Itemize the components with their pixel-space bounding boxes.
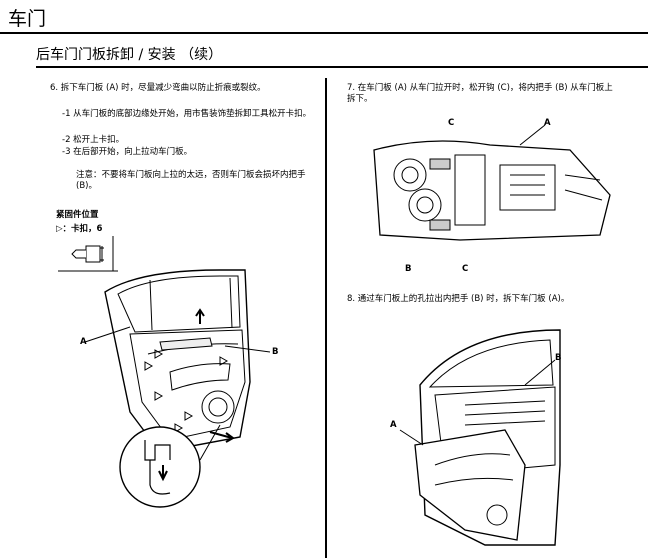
step-7-callout-b: B (405, 264, 412, 274)
header-rule (0, 32, 648, 34)
door-panel-removal-figure (405, 315, 570, 550)
fastener-location-title: 紧固件位置 (56, 210, 99, 220)
section-rule (36, 66, 648, 68)
step-6-substep-3: -3 在后部开始，向上拉动车门板。 (62, 147, 193, 157)
section-title: 后车门门板拆卸 / 安装 （续） (36, 47, 223, 63)
step-7-text: 7. 在车门板 (A) 从车门拉开时，松开钩 (C)，将内把手 (B) 从车门板… (347, 83, 613, 104)
step-8-callout-a: A (390, 420, 397, 430)
step-6-substep-2: -2 松开上卡扣。 (62, 135, 125, 145)
step-6-note: 注意：不要将车门板向上拉的太远，否则车门板会损坏内把手 (B)。 (76, 170, 306, 191)
rear-door-panel-figure (100, 262, 280, 462)
step-7-callout-a: A (544, 118, 551, 128)
step-7-callout-c-top: C (448, 118, 455, 128)
step-8-text: 8. 通过车门板上的孔拉出内把手 (B) 时，拆下车门板 (A)。 (347, 294, 570, 304)
column-divider (325, 78, 327, 558)
door-panel-hook-figure (370, 135, 615, 265)
step-7-callout-c-bottom: C (462, 264, 469, 274)
step-8-callout-b: B (555, 353, 562, 363)
clip-icon (58, 236, 118, 272)
clip-detail-magnifier (115, 415, 225, 515)
fastener-legend: ▷：卡扣，6 (56, 224, 103, 234)
step-6-text: 6. 拆下车门板 (A) 时，尽量减少弯曲以防止折痕或裂纹。 (50, 83, 266, 93)
step-6-substep-1: -1 从车门板的底部边缘处开始，用市售装饰垫拆卸工具松开卡扣。 (62, 109, 312, 119)
left-figure-callout-b: B (272, 347, 279, 357)
left-figure-callout-a: A (80, 337, 87, 347)
chapter-title: 车门 (8, 8, 47, 30)
